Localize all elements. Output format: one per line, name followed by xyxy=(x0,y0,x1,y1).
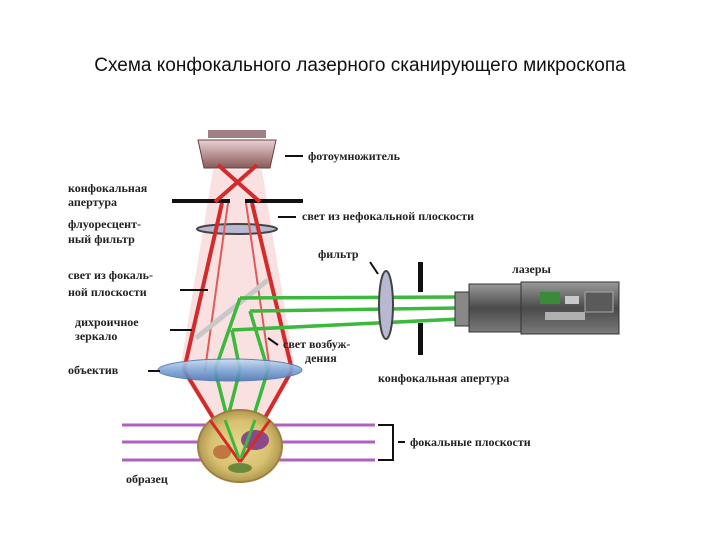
confocal-aperture-right xyxy=(418,262,423,355)
label-sample: образец xyxy=(126,472,168,486)
label-focal-planes: фокальные плоскости xyxy=(410,435,531,449)
label-excitation-1: свет возбуж- xyxy=(283,337,350,351)
filter-lens xyxy=(378,270,394,340)
label-objective: объектив xyxy=(68,363,119,377)
laser-unit xyxy=(454,281,620,335)
green-beam-focus xyxy=(223,419,257,459)
label-unfocused-light: свет из нефокальной плоскости xyxy=(302,209,474,223)
objective-lens xyxy=(157,358,303,382)
label-confocal-aperture-bottom: конфокальная апертура xyxy=(378,371,509,385)
label-focal-light-2: ной плоскости xyxy=(68,285,147,299)
confocal-aperture-top xyxy=(172,199,303,203)
label-dichroic-2: зеркало xyxy=(75,329,117,343)
focal-planes-bracket xyxy=(378,424,394,461)
label-fluor-filter-2: ный фильтр xyxy=(68,232,135,246)
label-dichroic-1: дихроичное xyxy=(75,315,139,329)
label-lasers: лазеры xyxy=(512,262,552,276)
page-title: Схема конфокального лазерного сканирующе… xyxy=(94,55,626,76)
label-filter: фильтр xyxy=(318,247,359,261)
label-focal-light-1: свет из фокаль- xyxy=(68,268,153,282)
dichroic-mirror xyxy=(194,278,270,340)
label-confocal-aperture-1: конфокальная xyxy=(68,181,148,195)
label-excitation-2: дения xyxy=(305,351,337,365)
red-beam-focus xyxy=(208,419,272,463)
leader-lines xyxy=(148,155,405,443)
photomultiplier-tube xyxy=(197,130,277,169)
fluorescence-filter xyxy=(196,223,278,235)
red-light-glow xyxy=(180,170,295,462)
label-fluor-filter-1: флуоресцент- xyxy=(68,217,141,231)
label-confocal-aperture-2: апертура xyxy=(68,195,117,209)
label-photomultiplier: фотоумножитель xyxy=(308,149,401,163)
